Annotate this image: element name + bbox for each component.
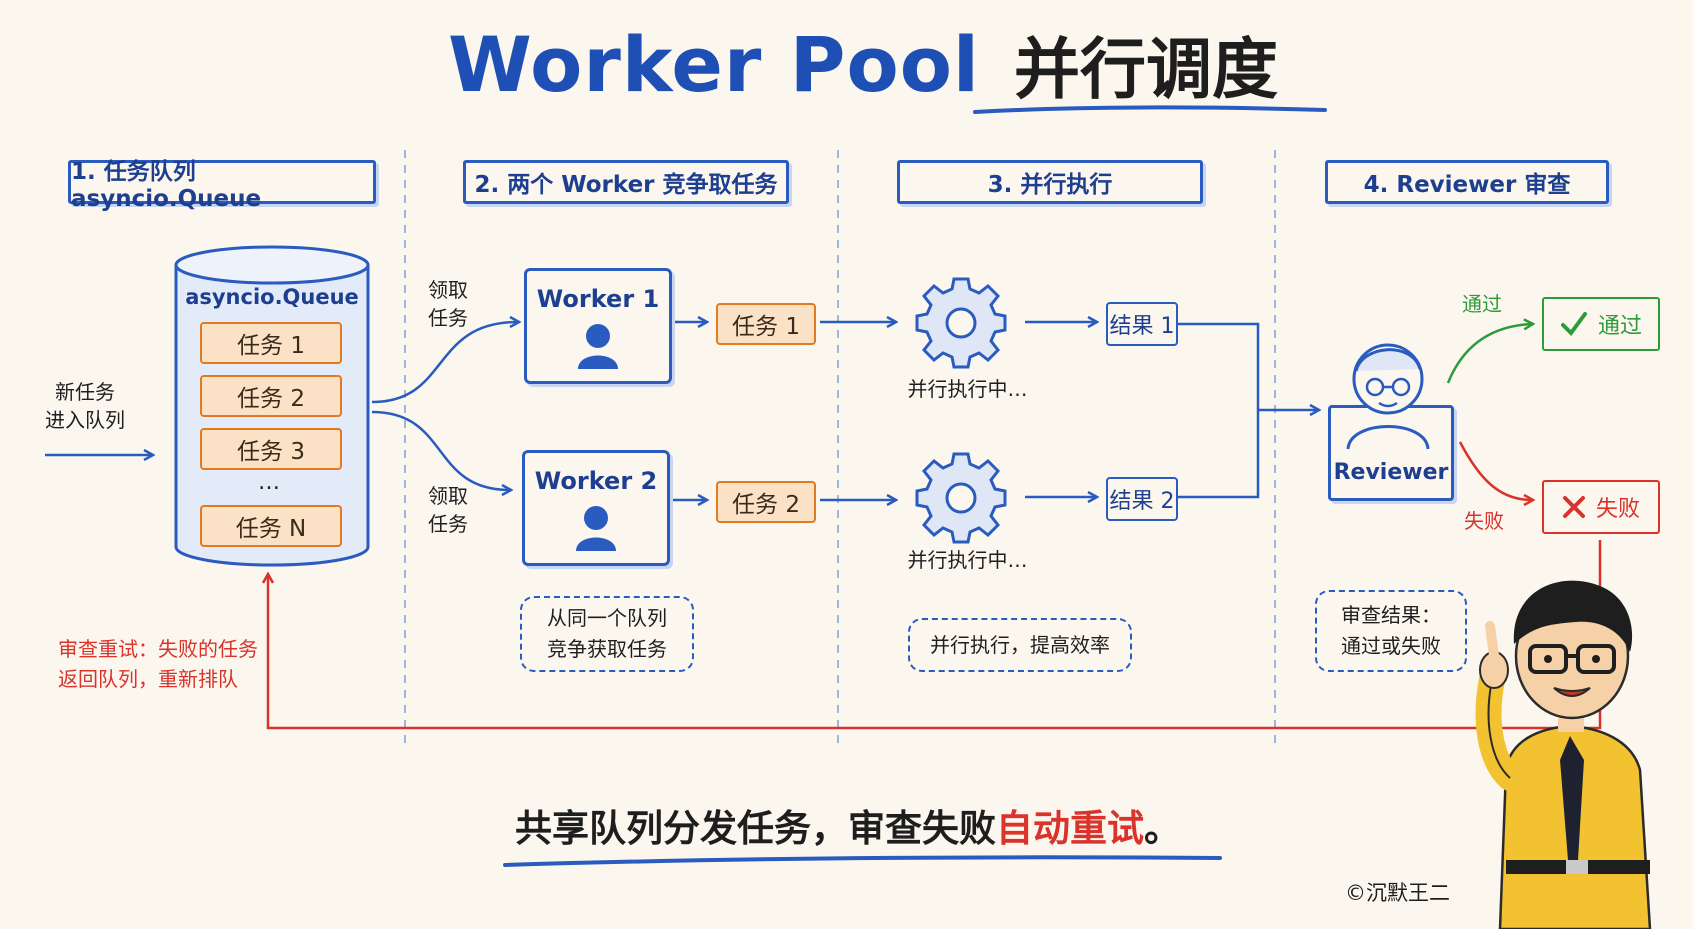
- queue-item-n: 任务 N: [200, 505, 342, 547]
- worker-2-box: Worker 2: [522, 450, 670, 566]
- pass-edge-label: 通过: [1462, 292, 1502, 316]
- worker-1-label: Worker 1: [536, 285, 660, 313]
- gear-icon: [915, 277, 1007, 369]
- queue-item-2: 任务 2: [200, 375, 342, 417]
- queue-title: asyncio.Queue: [185, 285, 359, 309]
- worker-1-status: 并行执行中…: [907, 377, 1028, 401]
- step-header-queue: 1. 任务队列 asyncio.Queue: [68, 159, 376, 212]
- footer-highlight: 自动重试: [996, 807, 1144, 850]
- result-2: 结果 2: [1106, 477, 1178, 521]
- note-queue-compete-line-1: 从同一个队列: [547, 606, 667, 630]
- retry-line-1: 审查重试：失败的任务: [58, 637, 258, 661]
- note-queue-compete: 从同一个队列 竞争获取任务: [520, 596, 694, 672]
- queue-item-3: 任务 3: [200, 428, 342, 470]
- queue-item-1: 任务 1: [200, 322, 342, 364]
- retry-line-2: 返回队列，重新排队: [58, 667, 238, 691]
- reviewer-icon: [1346, 343, 1430, 450]
- fetch-label-2: 领取 任务: [428, 482, 468, 538]
- note-parallel: 并行执行，提高效率: [908, 618, 1132, 672]
- worker-2-status: 并行执行中…: [907, 548, 1028, 572]
- credit: ©沉默王二: [1345, 881, 1450, 905]
- footer-prefix: 共享队列分发任务，审查失败: [515, 807, 996, 850]
- result-1: 结果 1: [1106, 302, 1178, 346]
- queue-ellipsis: …: [258, 470, 280, 495]
- user-icon: [576, 506, 616, 551]
- check-icon: [1560, 312, 1587, 337]
- title-cjk: 并行调度: [1013, 31, 1278, 108]
- worker-2-task: 任务 2: [716, 481, 816, 523]
- worker-1-task: 任务 1: [716, 303, 816, 345]
- fetch-label-1-line-2: 任务: [428, 306, 468, 330]
- step-header-workers: 2. 两个 Worker 竞争取任务: [463, 160, 789, 204]
- fail-edge-label: 失败: [1464, 509, 1504, 533]
- note-review-line-1: 审查结果：: [1341, 603, 1441, 627]
- pass-box-label: 通过: [1597, 314, 1642, 339]
- intake-line-2: 进入队列: [45, 408, 125, 432]
- page-title: Worker Pool 并行调度: [448, 14, 1278, 114]
- pass-box: 通过: [1542, 297, 1660, 351]
- footer-underline: [503, 855, 1222, 867]
- fetch-label-2-line-2: 任务: [428, 512, 468, 536]
- gear-icon: [915, 452, 1007, 544]
- footer-caption: 共享队列分发任务，审查失败自动重试。: [515, 798, 1181, 852]
- fetch-label-2-line-1: 领取: [428, 484, 468, 508]
- footer-suffix: 。: [1144, 807, 1181, 850]
- cross-icon: [1562, 496, 1585, 518]
- note-parallel-line-1: 并行执行，提高效率: [930, 632, 1110, 657]
- title-latin: Worker Pool: [448, 19, 980, 109]
- intake-label: 新任务 进入队列: [30, 378, 140, 434]
- note-review: 审查结果： 通过或失败: [1315, 590, 1467, 672]
- title-underline: [973, 105, 1327, 114]
- user-icon: [578, 324, 618, 369]
- reviewer-label: Reviewer: [1333, 460, 1449, 485]
- character-illustration: [1475, 580, 1652, 929]
- fetch-label-1: 领取 任务: [428, 276, 468, 332]
- note-queue-compete-line-2: 竞争获取任务: [547, 637, 667, 661]
- note-review-line-2: 通过或失败: [1341, 634, 1441, 658]
- step-header-review: 4. Reviewer 审查: [1325, 160, 1609, 204]
- worker-1-box: Worker 1: [524, 268, 672, 384]
- step-header-execution: 3. 并行执行: [897, 160, 1203, 204]
- fetch-label-1-line-1: 领取: [428, 278, 468, 302]
- intake-line-1: 新任务: [55, 380, 115, 404]
- retry-note: 审查重试：失败的任务 返回队列，重新排队: [58, 634, 258, 694]
- reviewer-box: Reviewer: [1328, 405, 1454, 501]
- fail-box: 失败: [1542, 480, 1660, 534]
- worker-2-label: Worker 2: [534, 467, 658, 495]
- fail-box-label: 失败: [1595, 497, 1640, 522]
